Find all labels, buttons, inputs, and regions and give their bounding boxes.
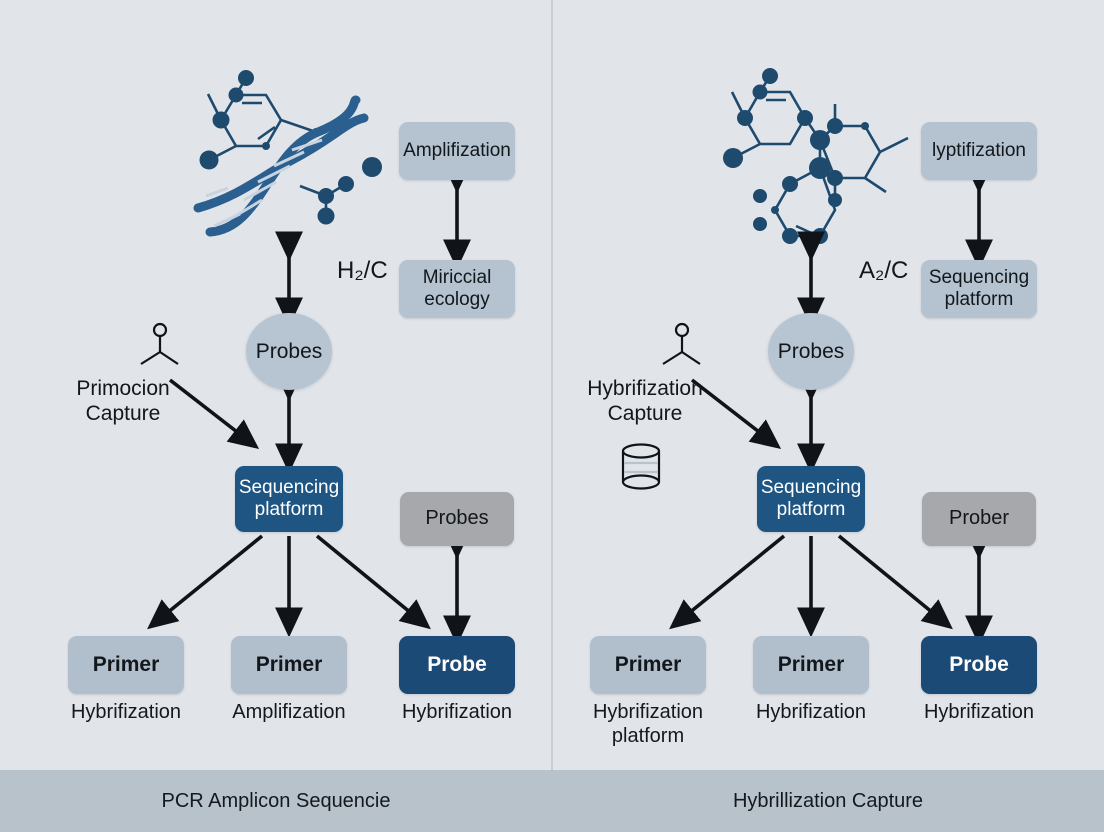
right-probes-circle[interactable]: Probes <box>768 313 854 390</box>
left-miriccial-ecology-box[interactable]: Miriccial ecology <box>399 260 515 318</box>
right-probe-caption: Hybrifization <box>923 701 1035 723</box>
left-primer-box-2[interactable]: Primer <box>231 636 347 694</box>
left-primer-box-1[interactable]: Primer <box>68 636 184 694</box>
footer-left-label: PCR Amplicon Sequencie <box>161 790 391 812</box>
right-capture-label: Hybrifization Capture <box>587 377 703 426</box>
right-primer-box-2[interactable]: Primer <box>753 636 869 694</box>
right-primer-caption-1: Hybrifization platform <box>592 701 704 748</box>
right-lyptifization-box[interactable]: lyptifization <box>921 122 1037 180</box>
right-prober-box[interactable]: Prober <box>922 492 1036 546</box>
left-capture-label: Primocion Capture <box>76 377 170 426</box>
left-amplifization-box[interactable]: Amplifization <box>399 122 515 180</box>
left-probe-box[interactable]: Probe <box>399 636 515 694</box>
left-probes-circle[interactable]: Probes <box>246 313 332 390</box>
right-probe-box[interactable]: Probe <box>921 636 1037 694</box>
left-probes-box[interactable]: Probes <box>400 492 514 546</box>
panel-divider <box>551 0 553 770</box>
footer-right-label: Hybrillization Capture <box>732 790 924 812</box>
right-primer-box-1[interactable]: Primer <box>590 636 706 694</box>
right-formula-label: A₂/C <box>859 257 909 284</box>
left-sequencing-platform-box[interactable]: Sequencing platform <box>235 466 343 532</box>
left-primer-caption-1: Hybrifization <box>70 701 182 723</box>
footer-bar: PCR Amplicon Sequencie Hybrillization Ca… <box>0 770 1104 832</box>
right-sequencing-platform-top-box[interactable]: Sequencing platform <box>921 260 1037 318</box>
left-formula-label: H₂/C <box>337 257 388 284</box>
right-primer-caption-2: Hybrifization <box>755 701 867 723</box>
right-sequencing-platform-box[interactable]: Sequencing platform <box>757 466 865 532</box>
left-probe-caption: Hybrifization <box>401 701 513 723</box>
left-primer-caption-2: Amplifization <box>232 701 346 723</box>
